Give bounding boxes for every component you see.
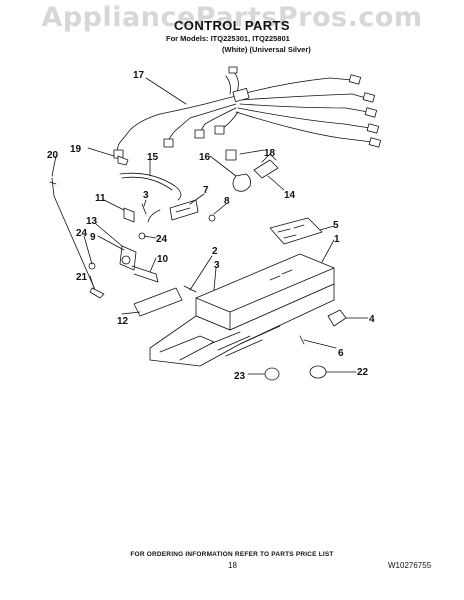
callout-13: 13 <box>86 216 98 227</box>
callout-22: 22 <box>357 367 369 378</box>
callout-7: 7 <box>203 185 209 196</box>
knob-22 <box>309 365 327 379</box>
callout-3-lower: 3 <box>214 260 220 271</box>
callout-6: 6 <box>338 348 344 359</box>
callout-4: 4 <box>369 314 375 325</box>
lamp-socket <box>253 153 279 179</box>
wire-harness <box>113 66 382 159</box>
callout-5: 5 <box>333 220 339 231</box>
page-title: CONTROL PARTS <box>174 18 290 33</box>
watermark: AppliancePartsPros.com <box>41 2 423 33</box>
callout-16: 16 <box>199 152 211 163</box>
bracket-part <box>123 207 135 223</box>
callout-23: 23 <box>234 371 246 382</box>
callout-19: 19 <box>70 144 82 155</box>
document-number: W10276755 <box>388 561 432 570</box>
callout-15: 15 <box>147 152 159 163</box>
callout-8: 8 <box>224 196 230 207</box>
callout-17: 17 <box>133 70 145 81</box>
control-board <box>269 217 323 245</box>
switch-part <box>147 199 199 223</box>
model-numbers: For Models: ITQ225301, ITQ225801 <box>166 34 290 43</box>
clip-part <box>117 155 129 166</box>
lower-bracket <box>133 287 183 317</box>
bulb-part <box>232 173 251 192</box>
callout-2: 2 <box>212 246 218 257</box>
connector-part <box>225 149 237 161</box>
callout-11: 11 <box>95 193 106 204</box>
callout-3-upper: 3 <box>143 190 149 201</box>
knob-23 <box>264 367 280 381</box>
callout-1: 1 <box>334 234 340 245</box>
control-housing <box>149 253 335 367</box>
actuator-part <box>119 245 159 283</box>
callout-20: 20 <box>47 150 59 161</box>
ordering-note: FOR ORDERING INFORMATION REFER TO PARTS … <box>130 551 334 558</box>
callout-12: 12 <box>117 316 129 327</box>
callout-24-left: 24 <box>76 228 88 239</box>
tube-part <box>119 172 182 201</box>
callout-14: 14 <box>284 190 296 201</box>
callout-10: 10 <box>157 254 169 265</box>
model-variants: (White) (Universal Silver) <box>222 45 311 54</box>
callout-9: 9 <box>90 232 96 243</box>
page-number: 18 <box>228 561 237 570</box>
callout-18: 18 <box>264 148 276 159</box>
callout-21: 21 <box>76 272 88 283</box>
callout-24-right: 24 <box>156 234 168 245</box>
